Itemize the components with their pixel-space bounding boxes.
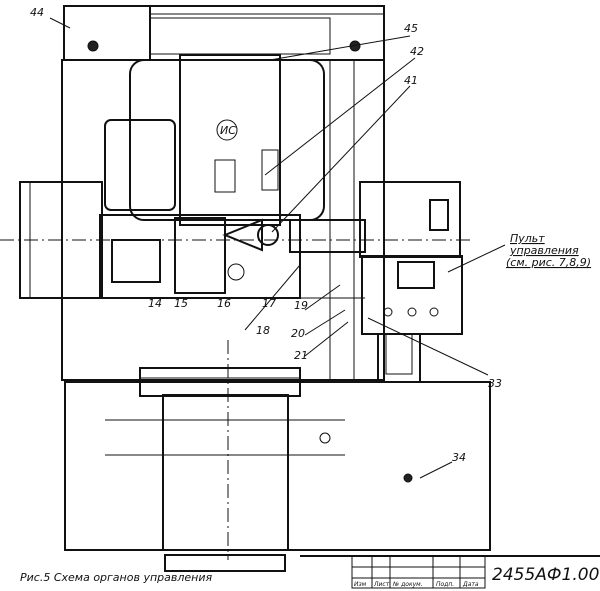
callout-44: 44	[30, 6, 44, 19]
title-block: Изм Лист № докум. Подп. Дата 2455АФ1.00	[300, 555, 600, 589]
callout-21: 21	[294, 349, 308, 362]
callout-18: 18	[256, 324, 270, 337]
callout-15: 15	[174, 297, 188, 310]
tb-col-izm: Изм	[354, 581, 367, 588]
drawing-number: 2455АФ1.00	[492, 565, 599, 585]
callout-16: 16	[217, 297, 231, 310]
panel-label-line1: Пульт	[510, 232, 545, 245]
panel-label-line2: управления	[509, 244, 579, 257]
maker-logo: ИС	[220, 124, 236, 137]
spindle-head	[0, 181, 470, 281]
callout-45: 45	[404, 22, 418, 35]
panel-label-line3: (см. рис. 7,8,9)	[506, 256, 591, 269]
tb-col-podp: Подп.	[436, 581, 454, 588]
callout-14: 14	[148, 297, 162, 310]
figure-caption: Рис.5 Схема органов управления	[20, 571, 212, 584]
callout-33: 33	[488, 377, 502, 390]
tb-col-doc: № докум.	[392, 581, 423, 588]
callout-34: 34	[452, 451, 466, 464]
table-and-base	[64, 340, 491, 572]
callout-17: 17	[262, 297, 276, 310]
callout-41: 41	[404, 74, 418, 87]
callout-19: 19	[294, 299, 308, 312]
callout-42: 42	[410, 45, 424, 58]
tb-col-list: Лист	[373, 581, 390, 588]
leader-lines	[49, 17, 506, 479]
control-pendant	[361, 255, 463, 383]
tb-col-data: Дата	[462, 581, 479, 588]
callout-20: 20	[291, 327, 305, 340]
top-housing	[63, 5, 385, 61]
